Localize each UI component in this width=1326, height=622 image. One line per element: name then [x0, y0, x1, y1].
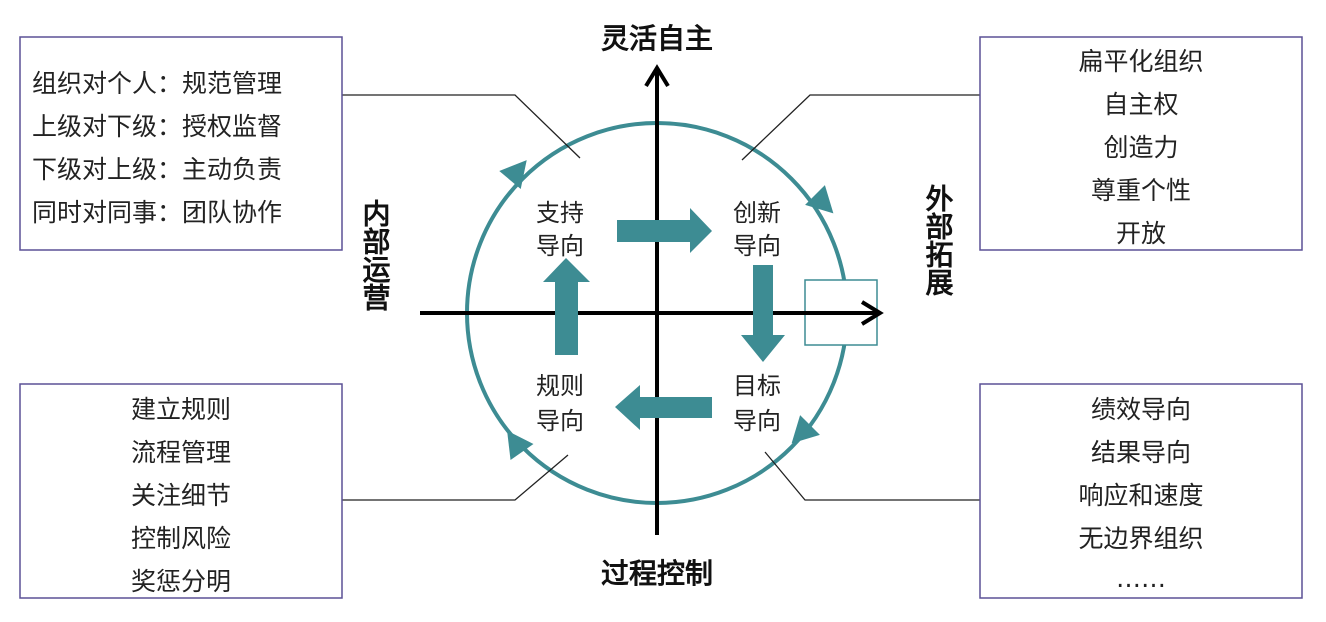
box-item: 控制风险	[131, 524, 231, 553]
box-item: 创造力	[1103, 133, 1178, 162]
box-item: 组织对个人：规范管理	[32, 69, 282, 98]
quadrant-goal-line2: 导向	[733, 407, 781, 435]
box-item: 关注细节	[131, 481, 231, 510]
box-item: 开放	[1116, 219, 1166, 248]
box-item: 自主权	[1103, 90, 1178, 119]
leader-line-top-right	[741, 94, 980, 161]
box-item: 流程管理	[131, 438, 231, 467]
box-item: 下级对上级：主动负责	[32, 155, 282, 184]
quadrant-support-line2: 导向	[536, 232, 584, 260]
box-item: 建立规则	[131, 395, 231, 424]
box-bottom-right: 绩效导向 结果导向 响应和速度 无边界组织 ……	[979, 383, 1303, 599]
box-item: 扁平化组织	[1078, 47, 1203, 76]
box-item: 尊重个性	[1091, 176, 1191, 205]
axis-label-bottom: 过程控制	[601, 557, 713, 590]
quadrant-rules-line2: 导向	[536, 407, 584, 435]
cycle-arrowhead-top-right	[805, 185, 834, 214]
cycle-arrowhead-bottom-left	[507, 430, 534, 461]
box-item: 上级对下级：授权监督	[32, 112, 282, 141]
quadrant-innovation-line1: 创新	[733, 199, 781, 227]
box-item: 奖惩分明	[131, 567, 231, 596]
leader-line-bottom-left	[342, 454, 569, 501]
box-top-left: 组织对个人：规范管理 上级对下级：授权监督 下级对上级：主动负责 同时对同事：团…	[19, 36, 343, 251]
leader-line-bottom-right	[764, 451, 980, 501]
box-item: ……	[1116, 564, 1166, 593]
box-item: 结果导向	[1091, 438, 1191, 467]
box-item: 绩效导向	[1091, 395, 1191, 424]
box-item: 响应和速度	[1078, 481, 1203, 510]
box-item: 无边界组织	[1078, 524, 1203, 553]
arrow-goal-to-rules	[615, 385, 712, 430]
box-bottom-left: 建立规则 流程管理 关注细节 控制风险 奖惩分明	[19, 383, 343, 599]
box-top-right: 扁平化组织 自主权 创造力 尊重个性 开放	[979, 36, 1303, 251]
quadrant-goal-line1: 目标	[733, 372, 781, 400]
cycle-arrowhead-top-left	[499, 160, 527, 189]
arrow-innovation-to-goal	[741, 265, 785, 362]
axis-label-top: 灵活自主	[601, 22, 713, 55]
leader-line-top-left	[342, 94, 581, 159]
arrow-support-to-innovation	[617, 208, 712, 253]
vertical-axis-arrow-icon	[644, 64, 670, 88]
horizontal-axis-arrow-icon	[860, 300, 884, 326]
axis-label-right: 外部拓展	[922, 184, 955, 297]
cycle-arrowhead-bottom-right	[791, 415, 820, 444]
box-item: 同时对同事：团队协作	[32, 198, 282, 227]
arrow-rules-to-support	[543, 258, 590, 355]
quadrant-rules-line1: 规则	[536, 372, 584, 400]
quadrant-innovation-line2: 导向	[733, 232, 781, 260]
quadrant-support-line1: 支持	[536, 199, 584, 227]
axis-label-left: 内部运营	[359, 199, 392, 311]
